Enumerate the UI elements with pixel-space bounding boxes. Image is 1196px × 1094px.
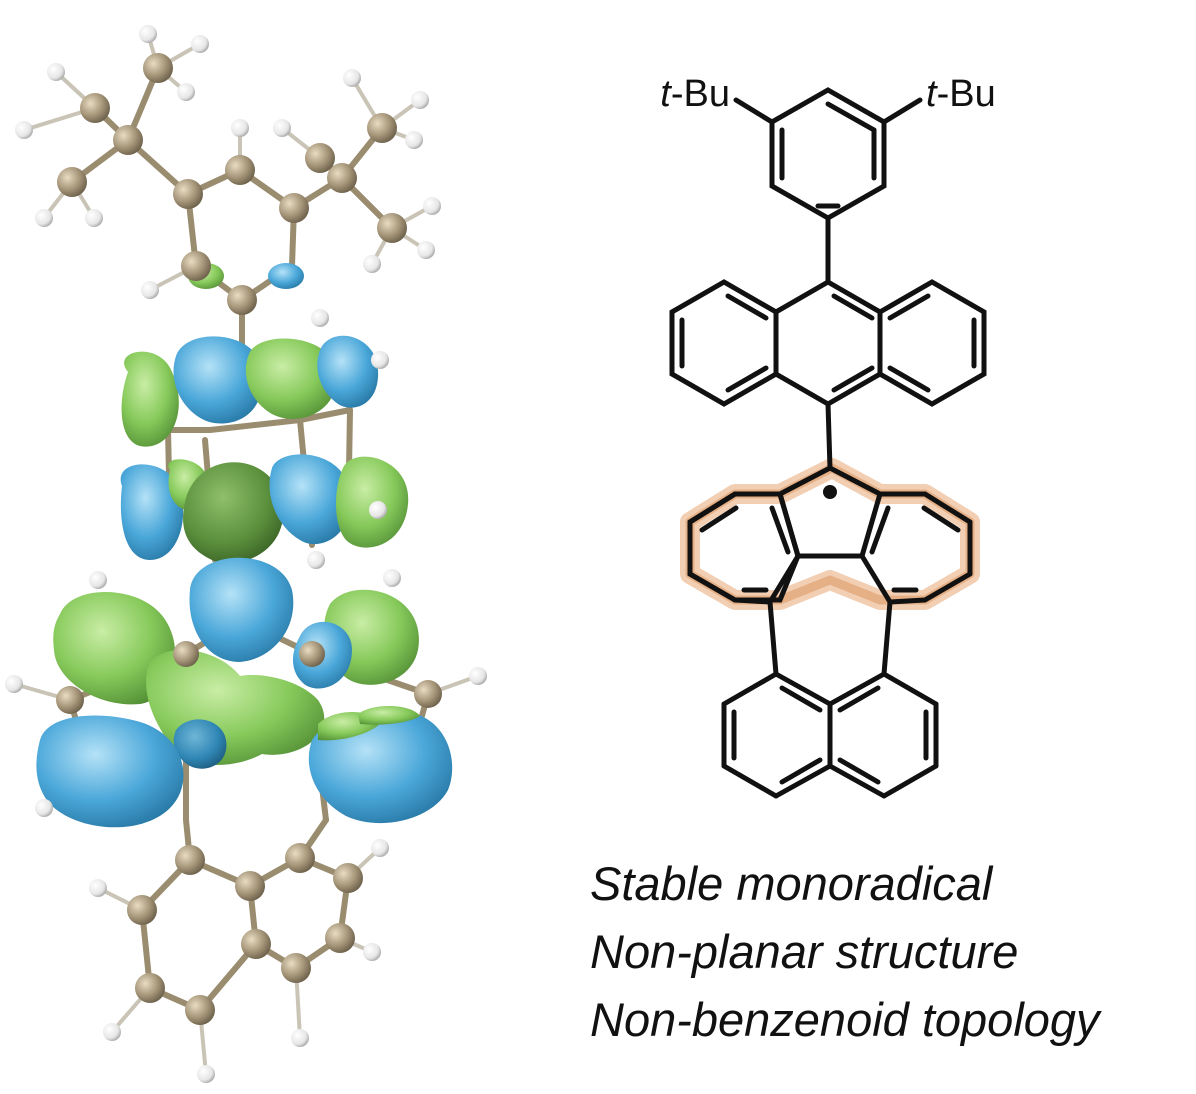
- chemical-structure: t-Bu t-Bu: [660, 73, 996, 799]
- property-captions: Stable monoradical Non-planar structure …: [590, 857, 1102, 1046]
- molecular-orbital-model: [5, 25, 487, 1083]
- tbu-label-left: t-Bu: [660, 73, 730, 115]
- aryl-ring: [733, 87, 923, 285]
- tbu-label-right: t-Bu: [926, 73, 996, 115]
- naphthalene-unit: [721, 671, 939, 799]
- carbon-atoms: [56, 53, 442, 1025]
- anthracene-core: [669, 279, 987, 471]
- caption-line-3: Non-benzenoid topology: [590, 993, 1102, 1046]
- hydrogen-atoms: [5, 25, 487, 1083]
- caption-line-2: Non-planar structure: [590, 925, 1018, 978]
- fluorenyl-radical: [687, 465, 973, 605]
- radical-dot: [823, 485, 837, 499]
- orbital-lobes: [36, 263, 453, 828]
- caption-line-1: Stable monoradical: [590, 857, 994, 910]
